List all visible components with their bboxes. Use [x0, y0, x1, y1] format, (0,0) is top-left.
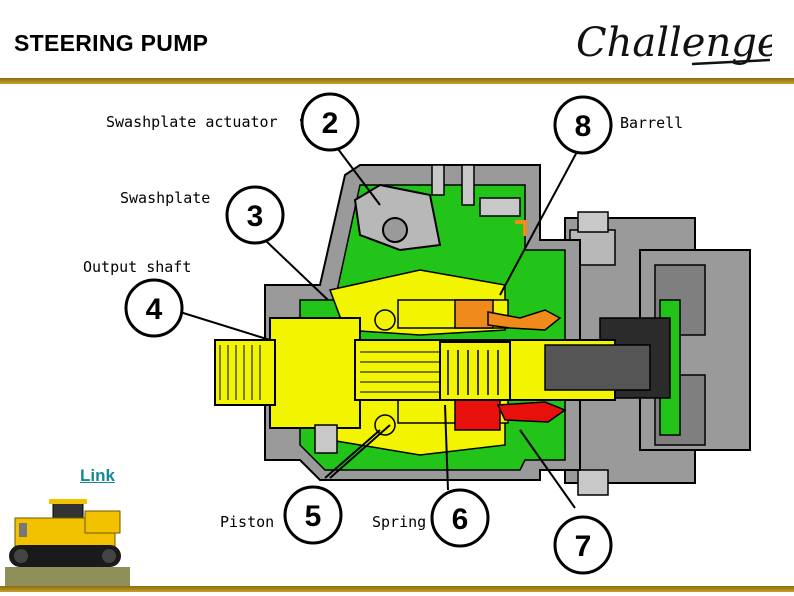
label-barrell: Barrell	[620, 114, 683, 132]
oil-chamber-orange	[454, 299, 494, 329]
logo-text: Challenger	[576, 20, 772, 66]
spring-cage	[439, 341, 511, 401]
pump-diagram: 2 3 4 5 6 7 8 Swashplate actuator Swashp…	[83, 92, 751, 575]
oil-chamber-red	[454, 399, 501, 431]
rotating-group	[214, 269, 651, 456]
output-shaft-hub	[269, 317, 361, 429]
callout-3: 3	[225, 185, 285, 245]
svg-text:7: 7	[575, 530, 592, 563]
link[interactable]: Link	[80, 466, 115, 485]
callout-7: 7	[553, 515, 613, 575]
callout-2: 2	[300, 92, 360, 152]
label-spring: Spring	[372, 513, 426, 531]
challenger-logo: Challenger	[576, 20, 772, 66]
tractor-image	[5, 499, 130, 588]
svg-text:6: 6	[452, 503, 469, 536]
callout-leaders	[179, 119, 579, 509]
callout-8: 8	[553, 95, 613, 155]
callout-5: 5	[283, 485, 343, 545]
callout-4: 4	[124, 278, 184, 338]
callout-6: 6	[430, 488, 490, 548]
svg-text:8: 8	[575, 110, 592, 143]
footer-rule	[0, 586, 794, 592]
svg-text:5: 5	[305, 500, 322, 533]
label-swashplate-actuator: Swashplate actuator	[106, 113, 278, 131]
label-swashplate: Swashplate	[120, 189, 210, 207]
header-rule	[0, 78, 794, 84]
page-title: STEERING PUMP	[14, 30, 209, 56]
label-output-shaft: Output shaft	[83, 258, 191, 276]
pump-end-cap	[564, 211, 751, 496]
actuator-pivot	[382, 217, 408, 243]
svg-text:4: 4	[146, 293, 163, 326]
label-piston: Piston	[220, 513, 274, 531]
svg-text:3: 3	[247, 200, 264, 233]
output-shaft	[214, 339, 276, 406]
svg-text:2: 2	[322, 107, 339, 140]
housing-bolts	[314, 164, 527, 454]
